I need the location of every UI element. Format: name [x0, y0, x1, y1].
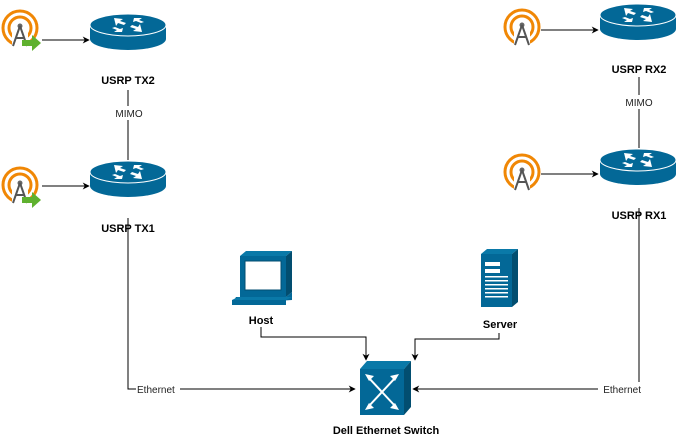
connections [42, 26, 640, 393]
server-icon [481, 249, 518, 307]
antenna-transmit-icon [1, 9, 41, 51]
server-label: Server [483, 319, 518, 331]
router-icon [89, 13, 167, 51]
antenna-transmit-icon [1, 166, 41, 208]
usrp-rx1-node: USRP RX1 [599, 148, 677, 222]
host-node: Host [232, 251, 292, 327]
rx-ethernet-link [412, 208, 640, 393]
usrp-tx1-label: USRP TX1 [101, 223, 155, 235]
workstation-icon [232, 251, 292, 305]
tx-ethernet-link [127, 218, 356, 393]
server-link [411, 333, 500, 361]
edge-labels: MIMO MIMO Ethernet Ethernet [110, 95, 658, 396]
switch-label: Dell Ethernet Switch [333, 425, 440, 437]
router-icon [89, 160, 167, 198]
server-node: Server [481, 249, 518, 331]
tx-ethernet-label: Ethernet [137, 385, 175, 396]
router-icon [599, 3, 677, 41]
tx-mimo-label: MIMO [115, 109, 142, 120]
usrp-tx1-node: USRP TX1 [89, 160, 167, 235]
switch-node: Dell Ethernet Switch [333, 361, 440, 437]
usrp-tx2-label: USRP TX2 [101, 75, 155, 87]
rx-ethernet-label: Ethernet [603, 385, 641, 396]
ethernet-switch-icon [360, 361, 411, 415]
antenna-receive-icon [503, 153, 541, 193]
antenna-receive-icon [503, 8, 541, 48]
host-label: Host [249, 315, 274, 327]
usrp-rx2-node: USRP RX2 [599, 3, 677, 76]
usrp-tx2-node: USRP TX2 [89, 13, 167, 87]
usrp-rx1-label: USRP RX1 [612, 210, 667, 222]
usrp-rx2-label: USRP RX2 [612, 64, 667, 76]
router-icon [599, 148, 677, 186]
rx-mimo-label: MIMO [625, 98, 652, 109]
host-link [260, 327, 370, 361]
